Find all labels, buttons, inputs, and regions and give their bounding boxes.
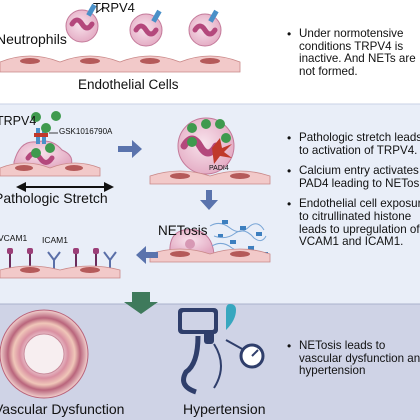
trpv4-channel-icon	[151, 9, 162, 23]
pad4-neutrophil	[177, 117, 235, 175]
stretch-arrow-icon	[16, 182, 114, 192]
netosis-label: NETosis	[158, 223, 208, 238]
endothelial-cells-label: Endothelial Cells	[78, 77, 179, 92]
big-arrow-down-icon	[124, 292, 158, 314]
adhesion-molecules	[7, 248, 117, 270]
trpv4-label-top: TRPV4	[93, 0, 135, 15]
endothelial-layer-3	[149, 170, 271, 185]
bullet-stretch: Pathologic stretch leads to activation o…	[287, 131, 420, 157]
blood-vessel-icon	[0, 309, 89, 399]
bullet-calcium: Calcium entry activates PAD4 leading to …	[287, 164, 420, 190]
trpv4-channel-icon	[208, 9, 219, 23]
arrow-left-icon	[136, 246, 158, 264]
pathologic-stretch-label: Pathologic Stretch	[0, 190, 108, 206]
trpv4-pointer	[95, 6, 105, 14]
blood-pressure-icon	[178, 304, 265, 395]
icam1-label: ICAM1	[42, 235, 68, 245]
calcium-ions-left	[31, 111, 61, 158]
arrow-right-icon	[118, 140, 142, 158]
neutrophil-1	[65, 3, 99, 43]
netosis-cell	[169, 220, 268, 256]
endothelial-layer-2	[0, 162, 101, 177]
trpv4-label-mid: TRPV4	[0, 114, 37, 128]
bullet-endothelial: Endothelial cell exposure to citrullinat…	[287, 198, 420, 248]
vcam1-label: VCAM1	[0, 233, 28, 243]
activated-neutrophil	[13, 128, 73, 169]
endothelial-layer-4	[149, 248, 271, 263]
bullet-netosis-hypertension: NETosis leads to vascular dysfunction an…	[287, 339, 420, 378]
neutrophil-3	[188, 9, 222, 47]
arrow-down-icon	[200, 190, 218, 210]
hypertension-label: Hypertension	[183, 401, 266, 417]
panel-3-bullets: NETosis leads to vascular dysfunction an…	[287, 339, 420, 378]
neutrophils-label: Neutrophils	[0, 31, 67, 47]
endothelial-layer-1	[0, 55, 241, 73]
inhibitor-label: GSK1016790A	[59, 127, 113, 136]
neutrophil-2	[129, 9, 163, 47]
panel-2-bullets: Pathologic stretch leads to activation o…	[287, 131, 420, 249]
trpv4-channel-icon	[86, 3, 97, 17]
bullet-normotensive: Under normotensive conditions TRPV4 is i…	[287, 27, 416, 78]
endothelial-layer-5	[0, 265, 121, 279]
vascular-dysfunction-label: Vascular Dysfunction	[0, 401, 125, 417]
padi4-label: PADI4	[209, 165, 229, 172]
pad4-burst-icon	[212, 138, 232, 164]
panel-1-bullets: Under normotensive conditions TRPV4 is i…	[287, 27, 416, 78]
inhibitor-bar-icon	[34, 133, 48, 137]
